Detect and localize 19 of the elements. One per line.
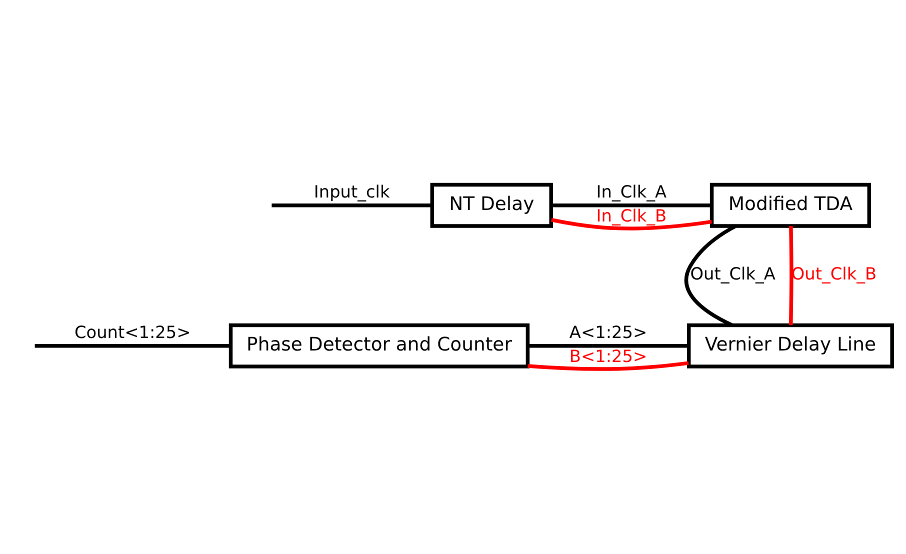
edge-label: Count<1:25> (74, 322, 191, 342)
connector (34, 344, 231, 348)
edge-label: In_Clk_A (596, 181, 667, 202)
connector (528, 361, 689, 371)
node-box: Modified TDA (710, 182, 872, 228)
edge-label: Input_clk (314, 181, 390, 202)
edge-label: Out_Clk_A (690, 264, 776, 284)
node-box: NT Delay (430, 182, 553, 228)
edge-label: A<1:25> (569, 322, 648, 342)
node-box: Vernier Delay Line (686, 323, 894, 368)
connector (528, 344, 689, 348)
connector (788, 226, 794, 326)
edge-label: B<1:25> (569, 346, 648, 366)
connector (272, 203, 432, 208)
connector (551, 203, 712, 208)
edge-label: In_Clk_B (596, 206, 667, 226)
connector (684, 224, 737, 327)
connector (551, 218, 712, 230)
node-box: Phase Detector and Counter (228, 323, 530, 368)
